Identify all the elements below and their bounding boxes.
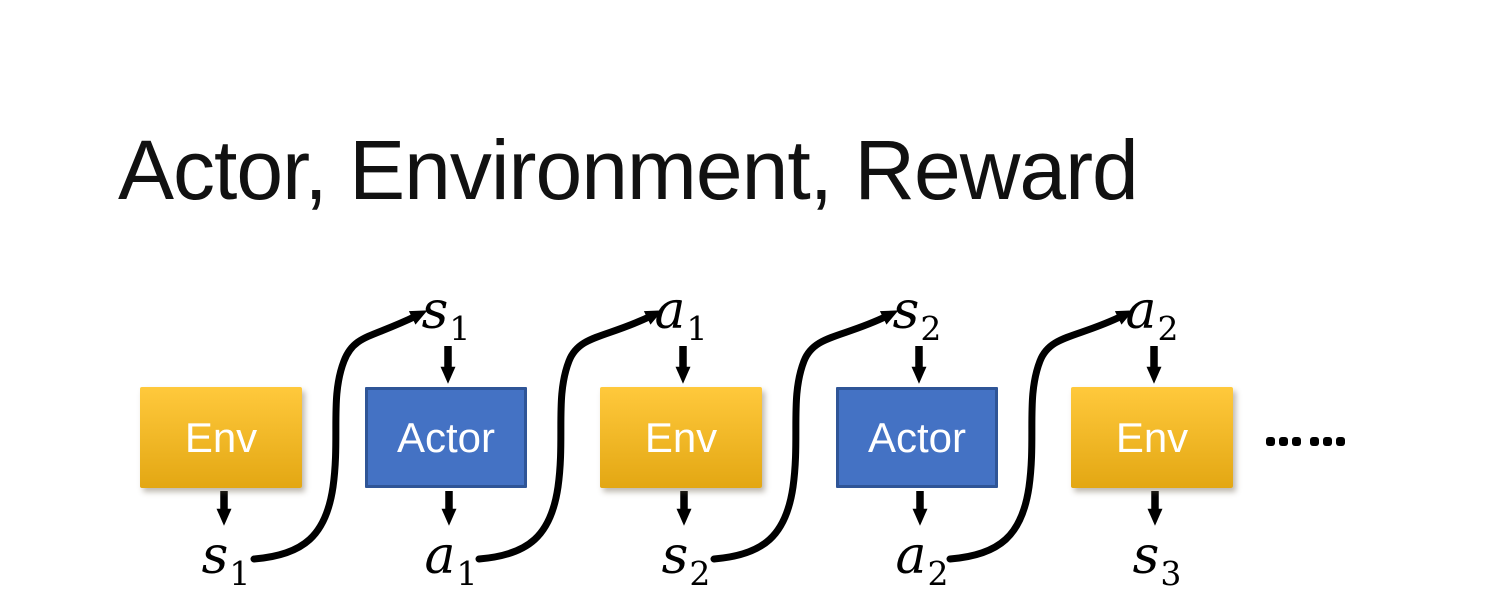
input-label-s2: s2	[893, 285, 942, 348]
actor-box-label: Actor	[867, 413, 967, 461]
output-label-s2-subscript: 2	[689, 554, 711, 593]
output-label-s2-symbol: s	[661, 526, 689, 586]
input-label-a2: a2	[1125, 285, 1179, 348]
slide-title: Actor, Environment, Reward	[118, 123, 1139, 217]
ellipsis-dot	[1323, 437, 1332, 446]
actor-box-2: Actor	[365, 387, 527, 488]
input-label-a1-symbol: a	[654, 281, 686, 341]
ellipsis-dot	[1336, 437, 1345, 446]
output-label-s3-symbol: s	[1132, 526, 1160, 586]
ellipsis-dot	[1310, 437, 1319, 446]
input-label-s1-symbol: s	[421, 281, 449, 341]
output-label-s2: s2	[662, 530, 711, 593]
output-label-s1-subscript: 1	[229, 554, 251, 593]
output-label-a2: a2	[895, 530, 949, 593]
input-label-s2-subscript: 2	[920, 309, 942, 348]
output-label-a1: a1	[424, 530, 478, 593]
output-label-a2-symbol: a	[895, 526, 927, 586]
input-label-a1-subscript: 1	[686, 309, 708, 348]
ellipsis-dot	[1292, 437, 1301, 446]
input-label-a1: a1	[654, 285, 708, 348]
env-box-5: Env	[1071, 387, 1233, 488]
output-label-a1-subscript: 1	[456, 554, 478, 593]
output-label-s3: s3	[1133, 530, 1182, 593]
ellipsis-dot	[1279, 437, 1288, 446]
input-label-a2-subscript: 2	[1157, 309, 1179, 348]
input-label-s1: s1	[422, 285, 471, 348]
output-label-s1: s1	[202, 530, 251, 593]
ellipsis-dots	[1266, 437, 1345, 446]
input-label-a2-symbol: a	[1125, 281, 1157, 341]
output-label-a1-symbol: a	[424, 526, 456, 586]
actor-box-4: Actor	[836, 387, 998, 488]
input-label-s2-symbol: s	[892, 281, 920, 341]
env-box-label: Env	[184, 413, 258, 461]
env-box-1: Env	[140, 387, 302, 488]
actor-box-label: Actor	[396, 413, 496, 461]
env-box-label: Env	[644, 413, 718, 461]
env-box-3: Env	[600, 387, 762, 488]
env-box-label: Env	[1115, 413, 1189, 461]
output-label-a2-subscript: 2	[927, 554, 949, 593]
ellipsis-dot	[1266, 437, 1275, 446]
input-label-s1-subscript: 1	[449, 309, 471, 348]
output-label-s1-symbol: s	[201, 526, 229, 586]
output-label-s3-subscript: 3	[1160, 554, 1182, 593]
